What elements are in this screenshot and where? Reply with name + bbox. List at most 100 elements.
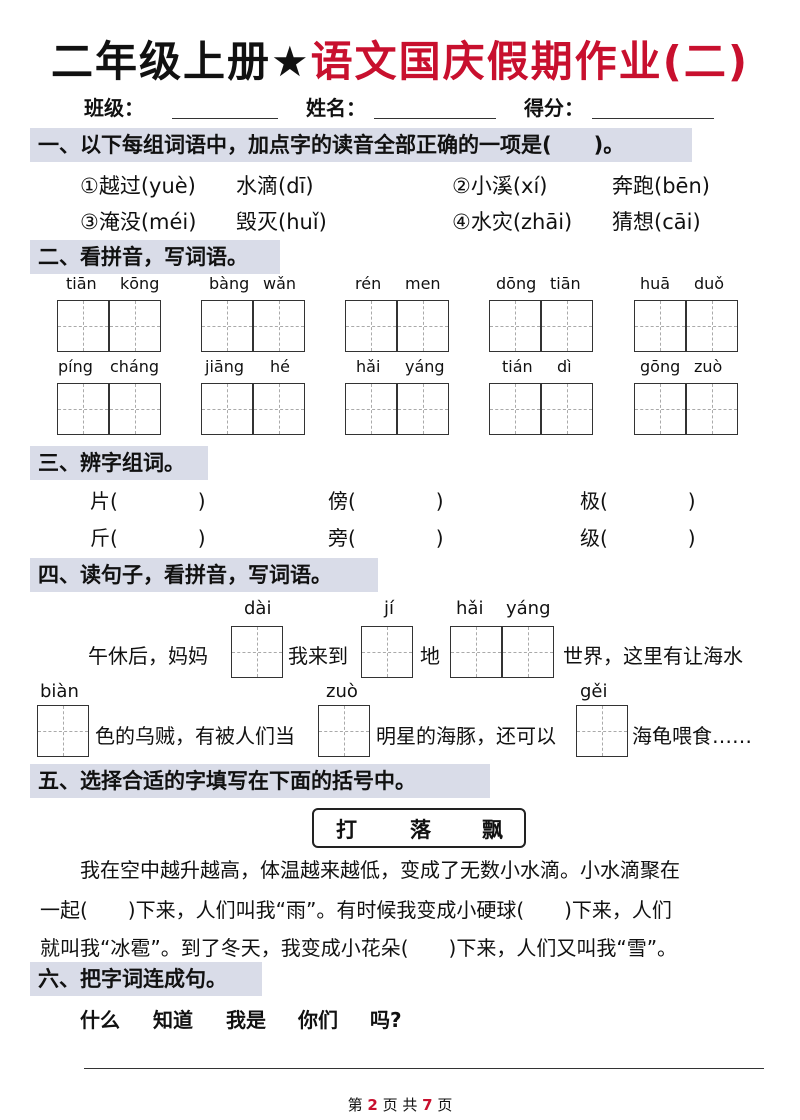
q3-item[interactable]: 级( ) [580, 526, 696, 550]
name-label: 姓名： [306, 96, 366, 120]
section-3-header: 三、辨字组词。 [30, 446, 208, 480]
section-4-header: 四、读句子，看拼音，写词语。 [30, 558, 378, 592]
pinyin: cháng [110, 357, 160, 376]
page-number: 第 2 页 共 7 页 [347, 1096, 453, 1114]
pinyin: tiān [550, 274, 581, 293]
score-label: 得分： [524, 96, 584, 120]
writing-box[interactable] [231, 626, 283, 678]
writing-box[interactable] [253, 300, 305, 352]
pinyin: dì [557, 357, 572, 376]
page-title: 二年级上册★语文国庆假期作业(二) [50, 37, 750, 86]
pinyin: jí [384, 598, 395, 619]
writing-box[interactable] [397, 383, 449, 435]
q3-item[interactable]: 旁( ) [328, 526, 444, 550]
pinyin: huā [640, 274, 671, 293]
pinyin: tián [502, 357, 533, 376]
pinyin: hǎi [456, 598, 484, 619]
pinyin: zuò [694, 357, 723, 376]
section-2-header: 二、看拼音，写词语。 [30, 240, 280, 274]
pinyin: tiān [66, 274, 97, 293]
writing-box[interactable] [37, 705, 89, 757]
pinyin: biàn [40, 681, 79, 702]
writing-box[interactable] [253, 383, 305, 435]
pinyin: wǎn [263, 274, 297, 293]
q3-item[interactable]: 片( ) [90, 489, 206, 513]
q3-item[interactable]: 傍( ) [328, 489, 444, 513]
word-choice-box: 打 落 飘 [312, 808, 526, 848]
writing-box[interactable] [450, 626, 502, 678]
writing-box[interactable] [57, 300, 109, 352]
writing-box[interactable] [345, 300, 397, 352]
q4-text: 明星的海豚，还可以 [376, 724, 556, 748]
answer-line[interactable] [84, 1068, 764, 1069]
class-label: 班级： [84, 96, 144, 120]
q4-text: 午休后，妈妈 [88, 644, 208, 668]
pinyin: gěi [580, 681, 608, 702]
pinyin: píng [58, 357, 93, 376]
pinyin: men [405, 274, 441, 293]
pinyin: bàng [209, 274, 250, 293]
pinyin: zuò [326, 681, 358, 702]
name-blank[interactable] [374, 118, 496, 119]
writing-box[interactable] [57, 383, 109, 435]
q6-word: 什么 [80, 1008, 120, 1032]
pinyin: yáng [405, 357, 445, 376]
pinyin: jiāng [205, 357, 244, 376]
score-blank[interactable] [592, 118, 714, 119]
q6-word: 你们 [298, 1008, 338, 1032]
section-5-header: 五、选择合适的字填写在下面的括号中。 [30, 764, 490, 798]
q1-option: 猜想(cāi) [612, 210, 701, 234]
writing-box[interactable] [541, 300, 593, 352]
q1-option: ②小溪(xí) [452, 174, 548, 198]
q4-text: 色的乌贼，有被人们当 [95, 724, 295, 748]
pinyin: yáng [506, 598, 551, 619]
q6-word: 吗? [370, 1008, 402, 1032]
q5-paragraph-line: 我在空中越升越高，体温越来越低，变成了无数小水滴。小水滴聚在 [40, 858, 680, 882]
section-6-header: 六、把字词连成句。 [30, 962, 262, 996]
writing-box[interactable] [541, 383, 593, 435]
writing-box[interactable] [201, 383, 253, 435]
writing-box[interactable] [361, 626, 413, 678]
writing-box[interactable] [576, 705, 628, 757]
q3-item[interactable]: 斤( ) [90, 526, 206, 550]
pinyin: duǒ [694, 274, 725, 293]
writing-box[interactable] [489, 383, 541, 435]
q1-option: 奔跑(bēn) [612, 174, 710, 198]
writing-box[interactable] [318, 705, 370, 757]
writing-box[interactable] [686, 383, 738, 435]
q4-text: 世界，这里有让海水 [563, 644, 743, 668]
q4-text: 我来到 [288, 644, 348, 668]
writing-box[interactable] [397, 300, 449, 352]
writing-box[interactable] [634, 383, 686, 435]
q3-item[interactable]: 极( ) [580, 489, 696, 513]
q6-word: 知道 [153, 1008, 193, 1032]
q1-option: ③淹没(méi) [80, 210, 197, 234]
q1-option: 水滴(dī) [236, 174, 314, 198]
choice-word: 打 [336, 818, 357, 842]
pinyin: dài [244, 598, 272, 619]
q5-paragraph-line: 一起( )下来，人们叫我“雨”。有时候我变成小硬球( )下来，人们 [40, 898, 672, 922]
section-1-header: 一、以下每组词语中，加点字的读音全部正确的一项是( )。 [30, 128, 692, 162]
class-blank[interactable] [172, 118, 278, 119]
writing-box[interactable] [109, 383, 161, 435]
q4-text: 海龟喂食…… [632, 724, 752, 748]
writing-box[interactable] [489, 300, 541, 352]
pinyin: dōng [496, 274, 537, 293]
writing-box[interactable] [634, 300, 686, 352]
pinyin: rén [355, 274, 382, 293]
writing-box[interactable] [502, 626, 554, 678]
pinyin: hǎi [356, 357, 381, 376]
writing-box[interactable] [686, 300, 738, 352]
pinyin: kōng [120, 274, 160, 293]
q1-option: ①越过(yuè) [80, 174, 196, 198]
pinyin: gōng [640, 357, 681, 376]
q4-text: 地 [420, 644, 440, 668]
writing-box[interactable] [109, 300, 161, 352]
choice-word: 落 [410, 818, 431, 842]
q1-option: ④水灾(zhāi) [452, 210, 573, 234]
q6-word: 我是 [226, 1008, 266, 1032]
writing-box[interactable] [345, 383, 397, 435]
star-icon: ★ [270, 37, 311, 86]
writing-box[interactable] [201, 300, 253, 352]
pinyin: hé [270, 357, 290, 376]
